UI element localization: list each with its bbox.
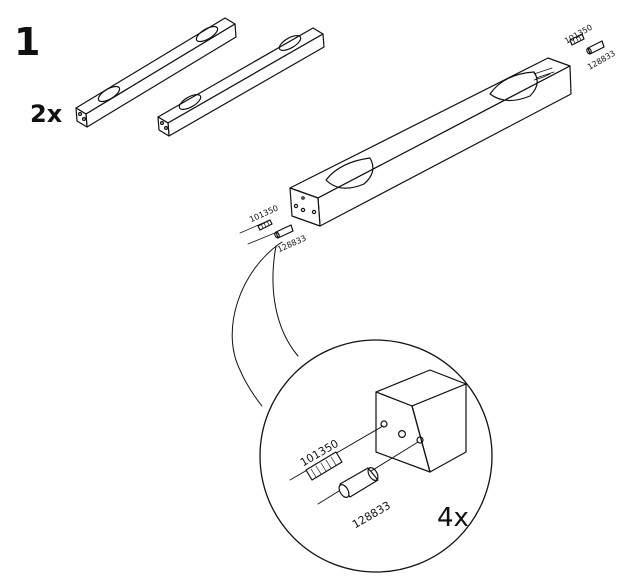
fittings-right-end: [570, 34, 604, 55]
quantity-pair-label: 2x: [30, 100, 63, 128]
enlarged-dowel: [290, 426, 383, 480]
fittings-left-end: [240, 220, 293, 244]
small-rail-left: [76, 18, 236, 127]
small-rail-right: [158, 28, 324, 136]
step-number: 1: [14, 20, 41, 64]
main-rail: [290, 58, 571, 226]
enlarged-cam-bolt: [318, 442, 418, 504]
enlarged-rail-end: [376, 370, 466, 472]
quantity-detail-label: 4x: [437, 503, 469, 533]
